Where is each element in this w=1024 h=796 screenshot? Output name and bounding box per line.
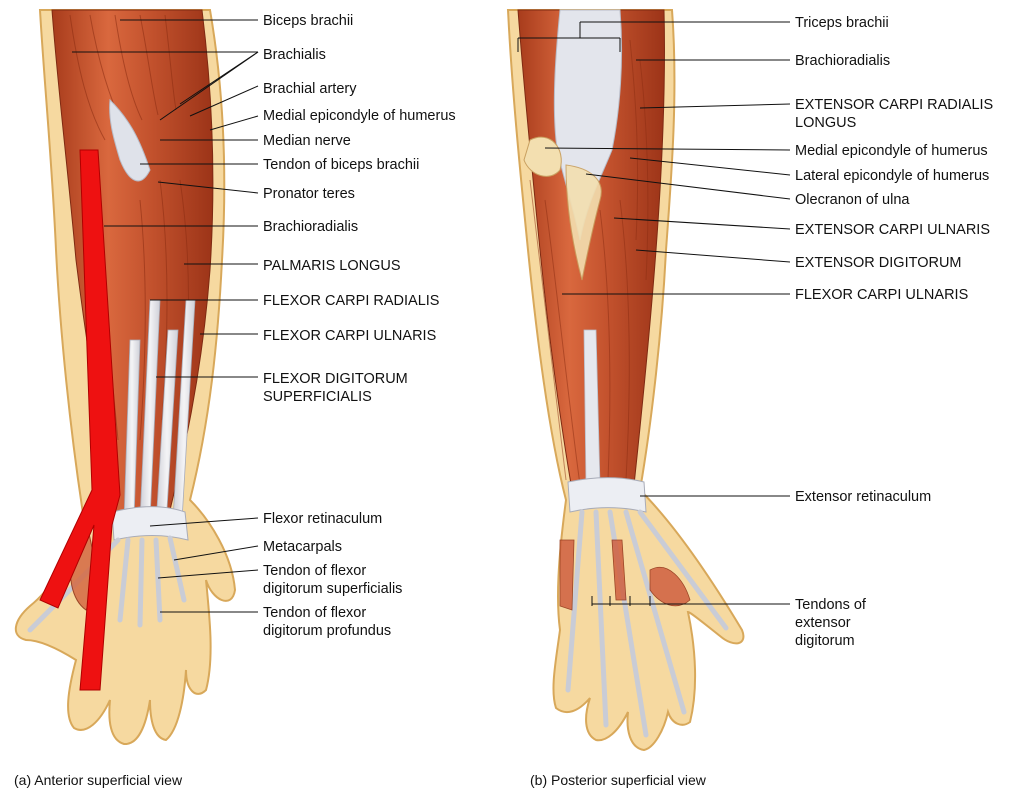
leader-line-25 xyxy=(544,147,791,151)
anterior-flexor-retinaculum xyxy=(111,506,189,541)
label-extensor-retinaculum: Extensor retinaculum xyxy=(795,489,932,505)
label-flexor-carpi-radialis: FLEXOR CARPI RADIALIS xyxy=(263,293,440,309)
anterior-arm xyxy=(15,9,237,746)
label-medial-epicondyle-anterior: Medial epicondyle of humerus xyxy=(263,108,456,124)
label-extensor-carpi-radialis-longus: EXTENSOR CARPI RADIALIS LONGUS xyxy=(795,97,994,131)
label-flexor-carpi-ulnaris-posterior: FLEXOR CARPI ULNARIS xyxy=(795,287,969,303)
label-pronator-teres: Pronator teres xyxy=(263,186,355,202)
leader-line-14 xyxy=(149,517,259,527)
label-flexor-carpi-ulnaris-anterior: FLEXOR CARPI ULNARIS xyxy=(263,328,437,344)
label-metacarpals: Metacarpals xyxy=(263,539,342,555)
caption-posterior: (b) Posterior superficial view xyxy=(530,772,706,788)
label-brachioradialis-posterior: Brachioradialis xyxy=(795,53,891,69)
leader-line-15 xyxy=(173,545,259,561)
label-tendon-biceps-brachii: Tendon of biceps brachii xyxy=(263,157,420,173)
posterior-olecranon-area xyxy=(523,136,562,177)
caption-anterior: (a) Anterior superficial view xyxy=(14,772,183,788)
label-median-nerve: Median nerve xyxy=(263,133,351,149)
label-brachialis: Brachialis xyxy=(263,47,326,63)
posterior-olecranon-shaft xyxy=(565,164,602,281)
label-biceps-brachii: Biceps brachii xyxy=(263,13,354,29)
leader-line-8 xyxy=(157,181,259,194)
label-flexor-retinaculum: Flexor retinaculum xyxy=(263,511,383,527)
label-flexor-digitorum-superficialis: FLEXOR DIGITORUM SUPERFICIALIS xyxy=(263,371,408,405)
leader-line-28 xyxy=(613,217,791,230)
leader-line-16 xyxy=(157,569,259,579)
label-palmaris-longus: PALMARIS LONGUS xyxy=(263,258,401,274)
anterior-biceps-tendon xyxy=(109,98,151,182)
posterior-extensor-tendons xyxy=(565,509,729,738)
label-olecranon-of-ulna: Olecranon of ulna xyxy=(795,192,910,208)
label-tendon-flexor-superficialis: Tendon of flexor digitorum superficialis xyxy=(263,563,403,597)
leader-line-5 xyxy=(209,115,259,131)
leader-line-3 xyxy=(159,51,259,121)
leader-line-24 xyxy=(639,103,791,109)
posterior-fibers xyxy=(529,39,649,486)
label-brachioradialis-anterior: Brachioradialis xyxy=(263,219,359,235)
posterior-hand-muscles xyxy=(559,539,691,611)
leader-lines xyxy=(72,19,791,613)
anterior-highlight-band xyxy=(39,149,121,691)
label-extensor-digitorum: EXTENSOR DIGITORUM xyxy=(795,255,962,271)
label-lateral-epicondyle: Lateral epicondyle of humerus xyxy=(795,168,990,184)
leader-line-29 xyxy=(635,249,791,263)
leader-line-4 xyxy=(189,85,259,117)
label-triceps-brachii: Triceps brachii xyxy=(795,15,889,31)
leader-line-26 xyxy=(629,157,791,176)
label-medial-epicondyle-posterior: Medial epicondyle of humerus xyxy=(795,143,988,159)
label-tendon-flexor-profundus: Tendon of flexor digitorum profundus xyxy=(263,605,392,639)
leader-line-27 xyxy=(585,173,791,200)
label-extensor-carpi-ulnaris: EXTENSOR CARPI ULNARIS xyxy=(795,222,990,238)
posterior-arm xyxy=(506,9,745,752)
label-tendons-extensor-digitorum: Tendons of extensor digitorum xyxy=(795,597,866,649)
posterior-extensor-retinaculum xyxy=(567,477,647,513)
label-brachial-artery: Brachial artery xyxy=(263,81,357,97)
